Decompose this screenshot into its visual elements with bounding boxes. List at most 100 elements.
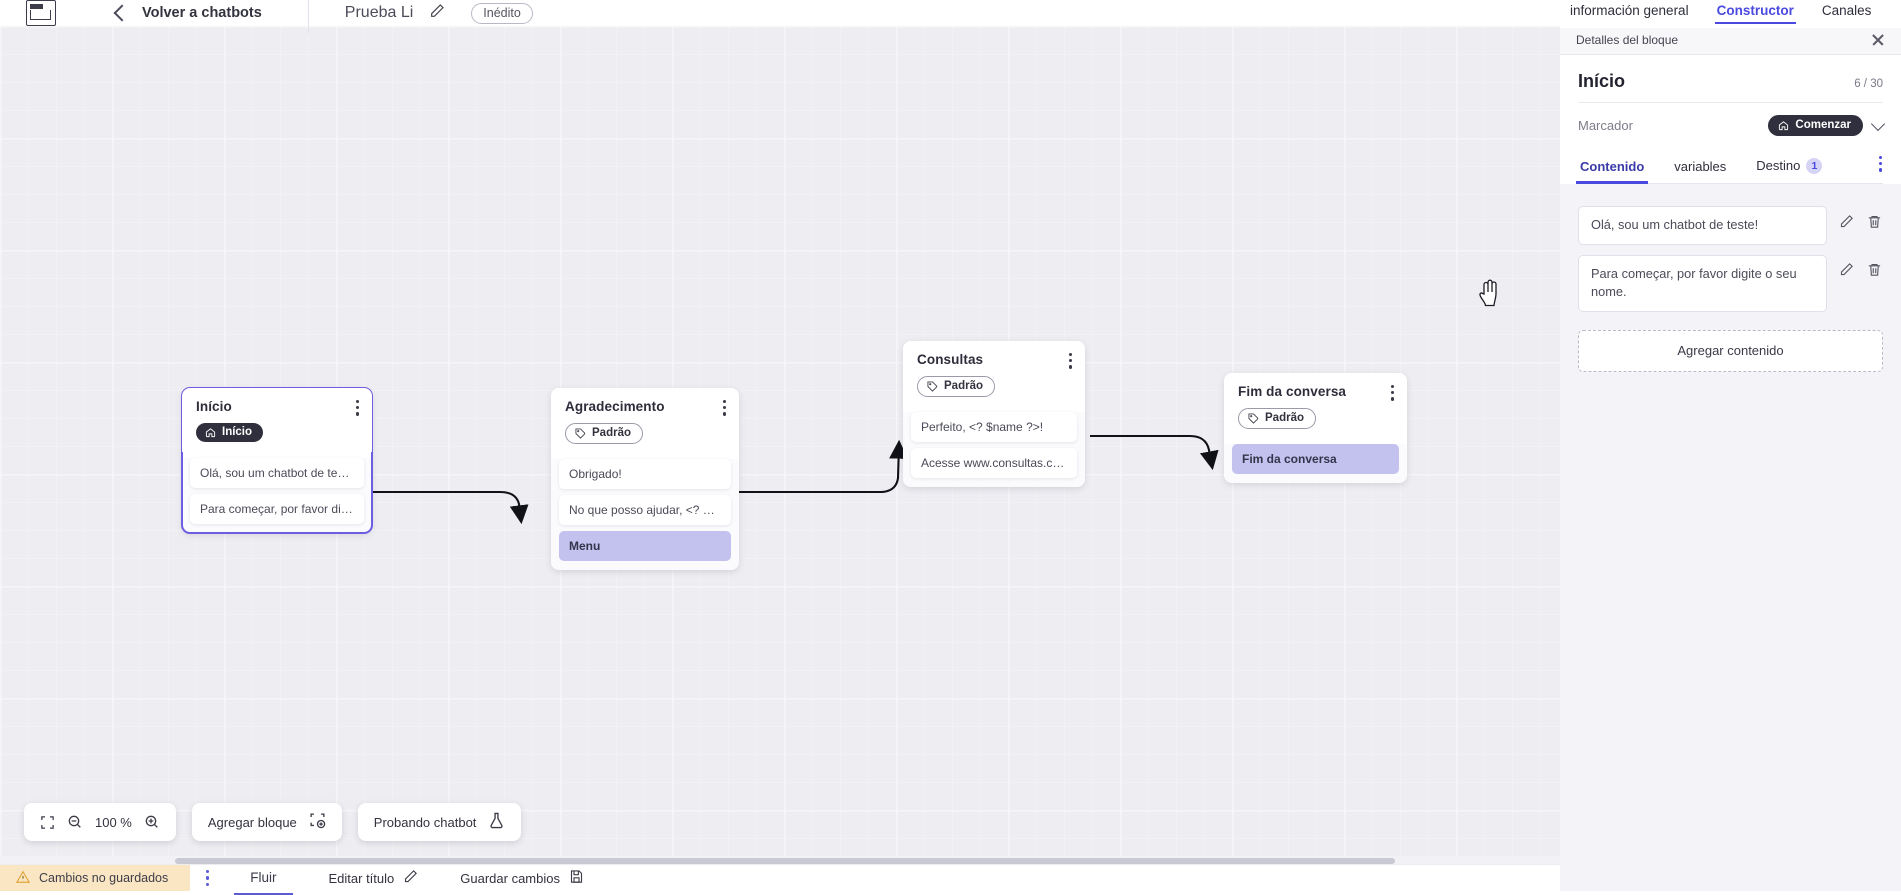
content-item: Para começar, por favor digite o seu nom… (1578, 254, 1883, 312)
edge-inicio-agradecimento (373, 490, 529, 525)
more-vertical-icon[interactable] (206, 870, 210, 886)
flow-node-agradecimento[interactable]: Agradecimento Padrão Obrigado! No que po… (551, 388, 739, 570)
warning-icon (15, 870, 31, 887)
header-divider (307, 0, 309, 33)
more-vertical-icon[interactable] (1069, 353, 1073, 369)
tab-fluir[interactable]: Fluir (234, 866, 293, 895)
node-title: Fim da conversa (1238, 384, 1347, 399)
edge-agradecimento-consultas (738, 439, 909, 494)
node-title: Consultas (917, 352, 984, 367)
node-message[interactable]: Perfeito, <? $name ?>! (911, 412, 1077, 442)
tag-icon (927, 380, 938, 392)
node-message[interactable]: Acesse www.consultas.com par... (911, 448, 1077, 478)
unsaved-changes-badge: Cambios no guardados (0, 865, 191, 891)
pencil-icon (403, 869, 418, 887)
close-icon[interactable] (1871, 33, 1885, 47)
save-changes-button[interactable]: Guardar cambios (460, 869, 584, 887)
node-body: Perfeito, <? $name ?>! Acesse www.consul… (903, 412, 1085, 487)
more-vertical-icon[interactable] (1879, 156, 1883, 172)
tab-destino-label: Destino (1756, 158, 1801, 173)
more-vertical-icon[interactable] (723, 400, 727, 416)
tab-contenido[interactable]: Contenido (1575, 153, 1649, 184)
flow-node-consultas[interactable]: Consultas Padrão Perfeito, <? $name ?>! … (903, 341, 1085, 487)
home-icon (205, 427, 216, 437)
trash-icon[interactable] (1865, 212, 1883, 230)
chevron-down-icon[interactable] (1870, 116, 1886, 131)
add-block-label: Agregar bloque (207, 814, 297, 830)
add-block-button[interactable]: Agregar bloque (191, 803, 342, 841)
zoom-out-icon[interactable] (67, 814, 83, 830)
home-icon (1779, 120, 1789, 130)
zoom-level-label: 100 % (95, 814, 132, 830)
node-tag: Padrão (565, 423, 643, 444)
node-title: Agradecimento (565, 399, 665, 414)
more-vertical-icon[interactable] (1391, 385, 1395, 401)
add-block-icon (309, 812, 326, 832)
top-bar: Volver a chatbots Prueba Li Inédito (0, 0, 1561, 33)
edge-consultas-fim (1090, 434, 1219, 471)
canvas-toolbar: 100 % Agregar bloque Probando chatbot (24, 803, 522, 841)
save-disk-icon (569, 869, 584, 887)
test-chatbot-label: Probando chatbot (373, 814, 477, 830)
more-vertical-icon[interactable] (356, 400, 360, 416)
app-logo-icon[interactable] (26, 0, 56, 26)
node-tag: Padrão (917, 376, 995, 397)
page-title: Prueba Li (344, 4, 414, 21)
tab-informacion-general[interactable]: información general (1570, 3, 1689, 18)
panel-content-list: Olá, sou um chatbot de teste! Para começ… (1560, 184, 1901, 372)
edit-title-button[interactable]: Editar título (329, 869, 419, 887)
node-message[interactable]: Menu (559, 531, 731, 561)
node-message[interactable]: Para começar, por favor digite o ... (190, 493, 364, 524)
panel-title-row: Início 6 / 30 (1578, 55, 1883, 103)
panel-title: Início (1578, 71, 1626, 91)
chevron-left-icon[interactable] (113, 4, 131, 22)
panel-tabs: Contenido variables Destino 1 (1575, 150, 1883, 184)
flask-icon (488, 812, 505, 832)
node-message[interactable]: Olá, sou um chatbot de teste! (190, 457, 364, 488)
content-item: Olá, sou um chatbot de teste! (1578, 206, 1883, 245)
tag-icon (575, 427, 586, 439)
workspace-tabs: información general Constructor Canales (1560, 0, 1901, 28)
tab-destino[interactable]: Destino 1 (1754, 152, 1824, 183)
back-to-chatbots-link[interactable]: Volver a chatbots (142, 5, 262, 21)
canvas-scrollbar-thumb[interactable] (175, 857, 1395, 864)
node-message[interactable]: Obrigado! (559, 459, 731, 489)
node-message[interactable]: No que posso ajudar, <? $name ... (559, 495, 731, 525)
fit-screen-icon[interactable] (40, 815, 55, 830)
block-details-panel: Detalles del bloque Início 6 / 30 Marcad… (1560, 26, 1901, 891)
status-badge: Inédito (471, 2, 533, 24)
node-tag: Início (196, 423, 264, 442)
tab-canales[interactable]: Canales (1821, 3, 1872, 18)
tab-destino-count: 1 (1806, 158, 1823, 174)
panel-body: Início 6 / 30 Marcador Comenzar Contenid… (1560, 55, 1901, 184)
marker-badge[interactable]: Comenzar (1768, 115, 1863, 136)
node-tag-label: Padrão (1265, 412, 1304, 424)
tag-icon (1248, 412, 1259, 424)
tab-constructor[interactable]: Constructor (1714, 3, 1797, 24)
node-header: Consultas Padrão (903, 341, 1085, 406)
test-chatbot-button[interactable]: Probando chatbot (357, 803, 522, 841)
flow-canvas[interactable]: Início Início Olá, sou um chatbot de tes… (0, 26, 1561, 865)
flow-node-fim-da-conversa[interactable]: Fim da conversa Padrão Fim da conversa (1224, 373, 1407, 483)
marker-badge-label: Comenzar (1795, 119, 1851, 131)
node-tag: Padrão (1238, 408, 1316, 429)
pencil-icon[interactable] (1837, 212, 1855, 230)
zoom-in-icon[interactable] (144, 814, 160, 830)
node-header: Início Início (182, 388, 372, 452)
marker-label: Marcador (1578, 118, 1633, 133)
add-content-button[interactable]: Agregar contenido (1578, 329, 1883, 372)
node-message[interactable]: Fim da conversa (1232, 444, 1399, 474)
tab-variables[interactable]: variables (1674, 158, 1727, 174)
flow-edges (373, 434, 1219, 525)
flow-node-inicio[interactable]: Início Início Olá, sou um chatbot de tes… (181, 387, 373, 534)
node-body: Olá, sou um chatbot de teste! Para começ… (182, 457, 372, 533)
content-text[interactable]: Olá, sou um chatbot de teste! (1578, 206, 1827, 245)
status-bar: Cambios no guardados Fluir Editar título… (0, 864, 1561, 895)
pencil-icon[interactable] (1837, 261, 1855, 279)
pencil-icon[interactable] (429, 3, 445, 24)
content-text[interactable]: Para começar, por favor digite o seu nom… (1578, 254, 1827, 312)
panel-char-count: 6 / 30 (1854, 78, 1883, 90)
trash-icon[interactable] (1865, 261, 1883, 279)
panel-header-label: Detalles del bloque (1576, 33, 1679, 47)
node-title: Início (196, 399, 232, 414)
